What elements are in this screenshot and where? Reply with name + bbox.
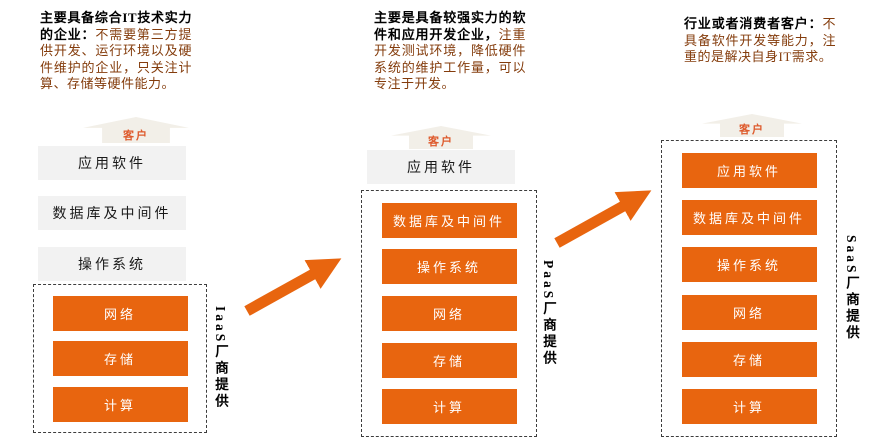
- iaas-description-lead: 主要具备综合IT技术实力的企业：: [40, 10, 192, 42]
- paas-layer-network: 网络: [381, 295, 517, 331]
- saas-description-lead: 行业或者消费者客户：: [684, 16, 823, 31]
- saas-layer-operating-system: 操作系统: [681, 247, 817, 283]
- iaas-description: 主要具备综合IT技术实力的企业：不需要第三方提供开发、运行环境以及硬件维护的企业…: [40, 10, 192, 93]
- paas-layer-operating-system: 操作系统: [381, 249, 517, 285]
- saas-layer-storage: 存储: [681, 341, 817, 377]
- paas-layer-application-software: 应用软件: [367, 150, 515, 184]
- paas-description: 主要是具备较强实力的软件和应用开发企业，注重开发测试环境，降低硬件系统的维护工作…: [374, 10, 526, 93]
- saas-layer-application-software: 应用软件: [681, 153, 817, 189]
- saas-description-body: 不具备软件开发等能力，注重的是解决自身IT需求。: [684, 16, 836, 65]
- saas-layer-compute: 计算: [681, 388, 817, 424]
- iaas-layer-application-software: 应用软件: [38, 146, 186, 180]
- saas-layer-database-middleware: 数据库及中间件: [681, 200, 817, 236]
- up-arrow-icon: [391, 126, 491, 149]
- saas-provider-label-wrap: SaaS厂商提供: [840, 140, 862, 437]
- paas-layer-compute: 计算: [381, 389, 517, 425]
- iaas-layer-network: 网络: [52, 295, 188, 331]
- iaas-provider-label-wrap: IaaS厂商提供: [209, 284, 231, 433]
- flow-arrow-icon: [244, 258, 342, 316]
- saas-description: 行业或者消费者客户：不具备软件开发等能力，注重的是解决自身IT需求。: [684, 16, 836, 66]
- paas-provider-label: PaaS厂商提供: [541, 259, 556, 368]
- saas-provided-region: 应用软件 数据库及中间件 操作系统 网络 存储 计算: [661, 140, 837, 437]
- iaas-customer-arrow: 客户: [83, 117, 189, 143]
- saas-customer-arrow: 客户: [702, 114, 802, 137]
- iaas-layer-storage: 存储: [52, 341, 188, 376]
- iaas-layer-database-middleware: 数据库及中间件: [38, 196, 186, 230]
- paas-provided-region: 数据库及中间件 操作系统 网络 存储 计算: [361, 190, 537, 437]
- paas-description-body: 注重开发测试环境，降低硬件系统的维护工作量，可以专注于开发。: [374, 26, 526, 92]
- up-arrow-icon: [702, 114, 802, 137]
- paas-customer-arrow: 客户: [391, 126, 491, 149]
- paas-customer-label: 客户: [428, 136, 454, 148]
- paas-layer-database-middleware: 数据库及中间件: [381, 202, 517, 238]
- paas-provider-label-wrap: PaaS厂商提供: [537, 190, 559, 437]
- saas-customer-label: 客户: [739, 124, 765, 136]
- iaas-provided-region: 网络 存储 计算: [33, 284, 207, 433]
- iaas-layer-compute: 计算: [52, 386, 188, 422]
- paas-layer-storage: 存储: [381, 342, 517, 378]
- saas-provider-label: SaaS厂商提供: [844, 235, 859, 342]
- iaas-layer-operating-system: 操作系统: [38, 247, 186, 281]
- iaas-description-body: 不需要第三方提供开发、运行环境以及硬件维护的企业，只关注计算、存储等硬件能力。: [40, 26, 192, 92]
- saas-layer-network: 网络: [681, 294, 817, 330]
- iaas-customer-label: 客户: [123, 130, 149, 142]
- paas-description-lead: 主要是具备较强实力的软件和应用开发企业，: [374, 10, 526, 42]
- iaas-provider-label: IaaS厂商提供: [213, 306, 228, 411]
- flow-arrow-icon: [554, 190, 652, 248]
